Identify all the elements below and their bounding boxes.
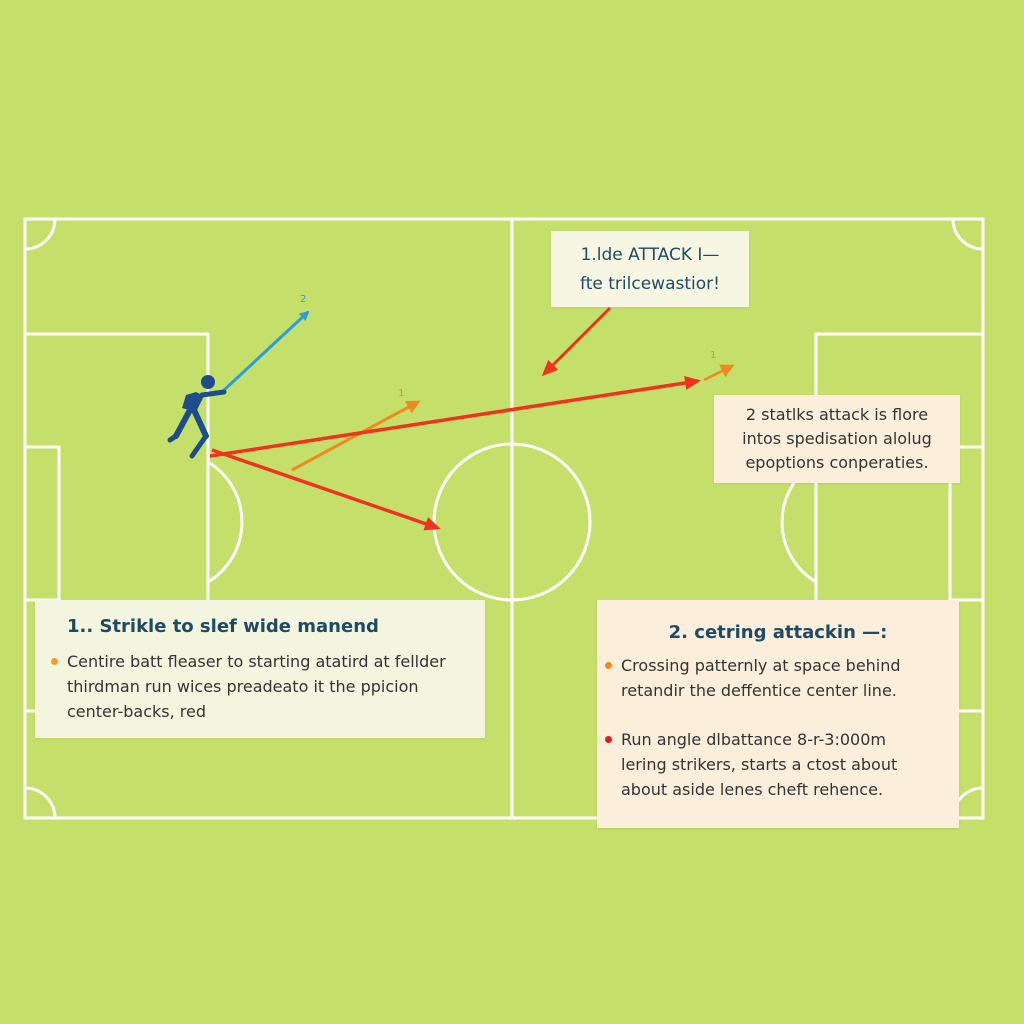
long-pass-arrow-red [209,376,701,458]
bullet-dot-icon [605,736,612,743]
corner-arc-bottom-left [24,786,57,819]
right-panel-b2-line-3: about aside lenes cheft rehence. [621,780,884,799]
corner-arc-top-left [24,218,57,251]
bullet-dot-icon [605,662,612,669]
note-line-3: epoptions conperaties. [745,453,929,472]
arrow-label-orange-mid: 1 [398,388,404,399]
bullet-dot-icon [51,658,58,665]
run-arrow-orange [291,400,421,472]
left-panel-line-3: center-backs, red [67,702,206,721]
corner-arc-top-right [951,218,984,251]
note-line-2: intos spedisation alolug [742,429,932,448]
small-arrow-orange [703,364,735,382]
left-panel-bullet-item: Centire batt fleaser to starting atatird… [51,649,485,674]
note-line-1: 2 statlks attack is flore [745,405,929,424]
left-panel-title: 1.. Strikle to slef wide manend [67,616,379,637]
pass-arrow-blue [220,310,310,394]
arrow-label-orange-right: 1 [710,350,716,361]
right-panel-b1-line-1: Crossing patternly at space behind [621,656,901,675]
running-player-icon [167,375,227,459]
right-goal-area [948,445,985,602]
arrow-label-blue: 2 [300,294,306,305]
left-panel-line-2: thirdman run wices preadeato it the ppic… [67,677,419,696]
note-callout: 2 statlks attack is flore intos spedisat… [714,395,960,483]
through-ball-arrow-red [211,448,441,531]
title-line-1: 1.lde ATTACK I— [580,245,720,265]
left-panel-line-1: Centire batt fleaser to starting atatird… [67,652,446,671]
right-panel-bullet-item-1: Crossing patternly at space behind [605,653,959,678]
right-panel-b2-line-1: Run angle dlbattance 8-r-3:000m [621,730,886,749]
right-info-panel: 2. cetring attackin —: Crossing patternl… [597,600,959,828]
right-panel-title: 2. cetring attackin —: [668,622,888,643]
left-info-panel: 1.. Strikle to slef wide manend Centire … [35,600,485,738]
right-panel-bullet-item-2: Run angle dlbattance 8-r-3:000m [605,727,959,752]
left-penalty-arc [207,460,244,584]
tactic-arrows: 2 1 1 [209,294,735,531]
title-callout: 1.lde ATTACK I— fte trilcewastior! [551,231,749,307]
left-goal-area [23,445,61,602]
title-line-2: fte trilcewastior! [580,274,720,294]
right-panel-b1-line-2: retandir the deffentice center line. [621,681,897,700]
callout-arrow-red [541,306,612,377]
right-panel-b2-line-2: lering strikers, starts a ctost about [621,755,898,774]
